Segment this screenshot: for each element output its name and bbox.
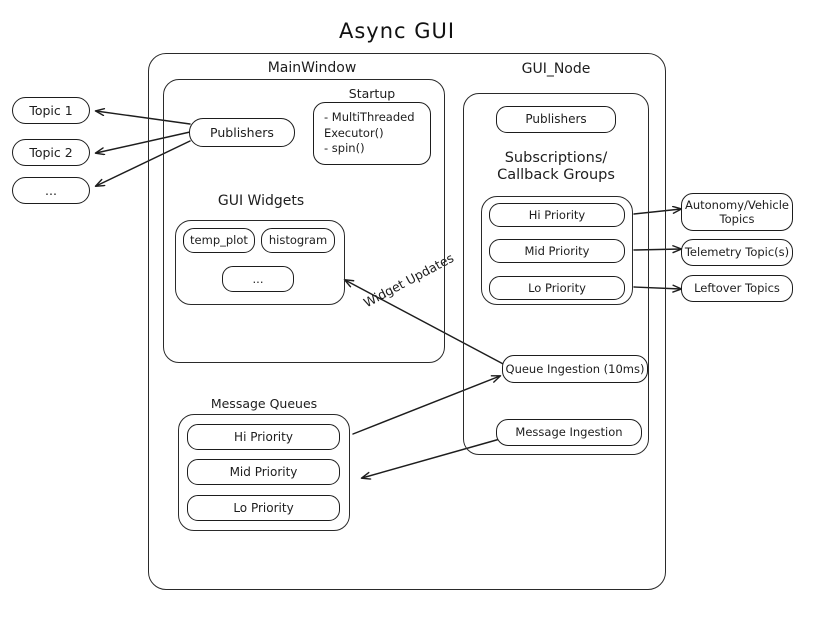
- queue-hi-priority-label: Hi Priority: [234, 429, 293, 444]
- widget-histogram-label: histogram: [268, 233, 328, 248]
- gui-widgets-container: [175, 220, 345, 305]
- topic-box-2[interactable]: Topic 2: [12, 139, 90, 166]
- queue-mid-priority[interactable]: Mid Priority: [187, 459, 340, 485]
- topic-telemetry[interactable]: Telemetry Topic(s): [681, 239, 793, 266]
- gui-node-container: [463, 93, 649, 455]
- queue-mid-priority-label: Mid Priority: [229, 464, 298, 479]
- gui-widgets-label: GUI Widgets: [217, 193, 305, 209]
- callback-group-lo-priority-label: Lo Priority: [528, 280, 586, 295]
- topic-box-2-label: Topic 2: [29, 144, 73, 160]
- topic-autonomy-vehicle[interactable]: Autonomy/Vehicle Topics: [681, 193, 793, 231]
- topic-box-1-label: Topic 1: [29, 102, 73, 118]
- topic-leftover-label: Leftover Topics: [694, 281, 780, 296]
- message-ingestion-box[interactable]: Message Ingestion: [496, 419, 642, 446]
- widget-more[interactable]: ...: [222, 266, 294, 292]
- callback-group-hi-priority[interactable]: Hi Priority: [489, 203, 625, 227]
- startup-lines: - MultiThreaded Executor() - spin(): [324, 110, 415, 156]
- widget-temp-plot-label: temp_plot: [190, 233, 248, 248]
- callback-groups-container: [481, 196, 633, 305]
- topic-telemetry-label: Telemetry Topic(s): [684, 245, 790, 260]
- callback-group-lo-priority[interactable]: Lo Priority: [489, 276, 625, 300]
- message-ingestion-label: Message Ingestion: [515, 425, 623, 440]
- main-window-label: MainWindow: [267, 60, 357, 76]
- main-window-publishers[interactable]: Publishers: [189, 118, 295, 147]
- system-container: [148, 53, 666, 590]
- subscriptions-label: Subscriptions/ Callback Groups: [497, 150, 615, 184]
- main-window-publishers-label: Publishers: [210, 124, 274, 140]
- gui-node-label: GUI_Node: [521, 61, 591, 77]
- topic-box-more[interactable]: ...: [12, 177, 90, 204]
- topic-box-1[interactable]: Topic 1: [12, 97, 90, 124]
- callback-group-mid-priority-label: Mid Priority: [524, 243, 590, 258]
- gui-node-publishers-label: Publishers: [525, 112, 587, 126]
- topic-autonomy-vehicle-label: Autonomy/Vehicle Topics: [684, 197, 790, 226]
- startup-box: - MultiThreaded Executor() - spin(): [313, 102, 431, 165]
- callback-group-mid-priority[interactable]: Mid Priority: [489, 239, 625, 263]
- queue-ingestion-label: Queue Ingestion (10ms): [505, 361, 645, 376]
- main-window-container: [163, 79, 445, 363]
- widget-temp-plot[interactable]: temp_plot: [183, 228, 255, 253]
- message-queues-label: Message Queues: [210, 396, 318, 411]
- gui-node-publishers[interactable]: Publishers: [496, 106, 616, 133]
- diagram-title: Async GUI: [339, 19, 456, 43]
- topic-box-more-label: ...: [45, 182, 57, 198]
- topic-leftover[interactable]: Leftover Topics: [681, 275, 793, 302]
- startup-label: Startup: [348, 86, 396, 101]
- widget-more-label: ...: [252, 271, 264, 286]
- queue-ingestion-box[interactable]: Queue Ingestion (10ms): [502, 355, 648, 383]
- queue-lo-priority[interactable]: Lo Priority: [187, 495, 340, 521]
- message-queues-container: [178, 414, 350, 531]
- callback-group-hi-priority-label: Hi Priority: [528, 207, 586, 222]
- widget-histogram[interactable]: histogram: [261, 228, 335, 253]
- queue-lo-priority-label: Lo Priority: [233, 500, 294, 515]
- queue-hi-priority[interactable]: Hi Priority: [187, 424, 340, 450]
